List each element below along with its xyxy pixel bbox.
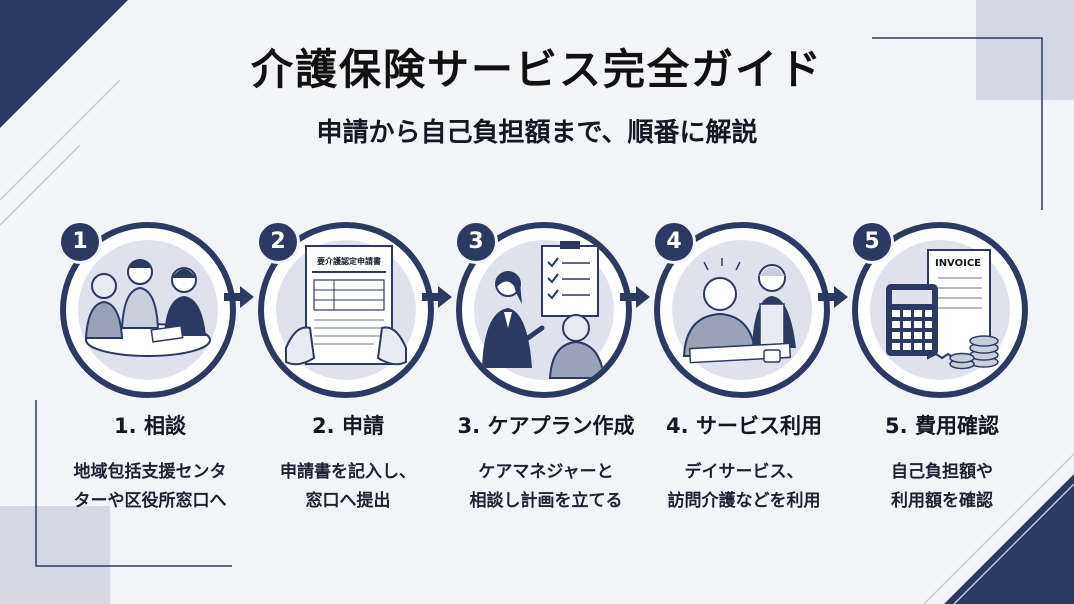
application-form-icon: 要介護認定申請書: [258, 222, 434, 398]
step-title: 2. 申請: [312, 414, 384, 438]
step-number-badge: 4: [652, 220, 696, 264]
step-number-badge: 5: [850, 220, 894, 264]
arrow-right-icon: [818, 286, 848, 308]
frame-line-top-right: [872, 37, 1043, 210]
consultation-people-icon: [60, 222, 236, 398]
step-number-badge: 2: [256, 220, 300, 264]
arrow-right-icon: [422, 286, 452, 308]
corner-decoration-bottom-right: [923, 453, 1074, 604]
corner-square-top-right: [976, 0, 1074, 100]
step-description: ケアマネジャーと相談し計画を立てる: [469, 462, 623, 511]
arrow-right-icon: [620, 286, 650, 308]
page-subtitle: 申請から自己負担額まで、順番に解説: [316, 118, 758, 148]
arrow-right-icon: [224, 286, 254, 308]
step-description: 申請書を記入し、窓口へ提出: [280, 462, 416, 511]
step-title: 5. 費用確認: [885, 414, 999, 438]
step-title: 1. 相談: [114, 414, 186, 438]
step-number-badge: 1: [58, 220, 102, 264]
invoice-calculator-icon: INVOICE: [852, 222, 1028, 398]
invoice-label: INVOICE: [935, 258, 981, 269]
care-plan-checklist-icon: [456, 222, 632, 398]
step-description: 自己負担額や利用額を確認: [891, 462, 993, 511]
step-number-badge: 3: [454, 220, 498, 264]
step-title: 3. ケアプラン作成: [457, 414, 635, 438]
corner-square-bottom-left: [0, 506, 110, 604]
corner-decoration-top-left: [0, 0, 128, 226]
step-description: 地域包括支援センタターや区役所窓口へ: [73, 462, 227, 511]
frame-line-bottom-left: [35, 400, 232, 567]
step-title: 4. サービス利用: [666, 414, 822, 438]
step-description: デイサービス、訪問介護などを利用: [667, 462, 821, 511]
page-title: 介護保険サービス完全ガイド: [250, 45, 823, 94]
form-label: 要介護認定申請書: [317, 256, 381, 266]
